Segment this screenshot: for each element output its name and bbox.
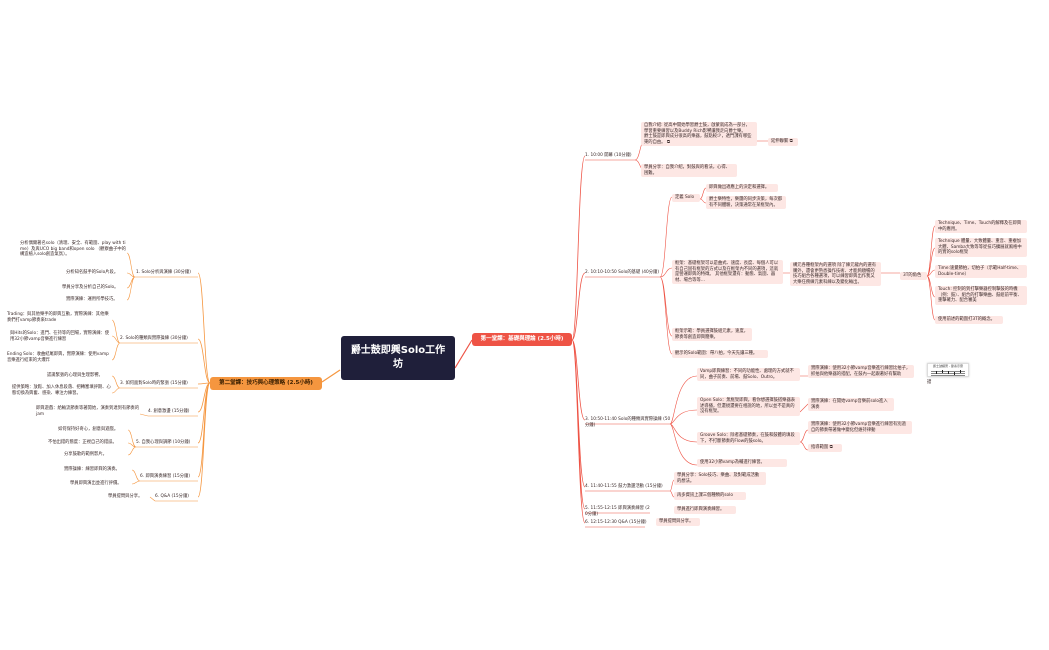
topic-r4-brainstorm[interactable]: 4. 11:40-11:55 鼓力激盪活動 (15分鐘): [585, 484, 663, 489]
topic-r1-share[interactable]: 學員分享：自我介紹，對鼓與的看法，心得、困難。: [641, 164, 737, 178]
topic-r2-t2[interactable]: Technique 體量、大致體量、重音、重複加大體、Samba大致等等從技巧擴…: [935, 238, 1027, 257]
topic-r3-groove-guide[interactable]: 指導範圍 ⧉: [808, 444, 842, 452]
topic-l5-b[interactable]: 不怕出錯的態度：正視自己的錯誤。: [48, 440, 117, 445]
topic-l3-b[interactable]: 提供策略：放鬆、加入休息段落、把轉塞填評期、心態切換為興奮、感染、專注力練習。: [12, 385, 111, 396]
topic-l1-d[interactable]: 實際演練：運用所學技巧。: [66, 297, 118, 302]
topic-r2-define[interactable]: 定義 Solo: [672, 194, 700, 202]
topic-l5-mind[interactable]: 5. 自我心理與調節 (10分鐘): [136, 440, 191, 445]
topic-r2-t5[interactable]: 使用前述的範圍打3T的概念。: [935, 316, 1003, 324]
topic-l6-b[interactable]: 學員即興演出並進行評價。: [70, 481, 122, 486]
topic-l1-c[interactable]: 學員分享及分析自己的Solo。: [62, 285, 119, 290]
topic-r2-t4[interactable]: Touch: 控制的到打擊樂器控制擊鼓的時機（例：鼓）、組合的打擊樂曲、鼓組前平…: [935, 286, 1027, 305]
link-r2: [659, 187, 936, 355]
topic-l2-types[interactable]: 2. Solo的種類與實際操練 (30分鐘): [120, 336, 188, 341]
topic-r1-opening[interactable]: 1. 10:00 開幕 (10分鐘): [585, 153, 632, 158]
link-root-left: [321, 369, 341, 383]
topic-r5-improv[interactable]: 5. 11:55-12:15 即興演奏練習 (20分鐘): [585, 506, 650, 517]
topic-l5-a[interactable]: 如何保持好奇心，創意與遊戲。: [58, 427, 119, 432]
topic-l6-a[interactable]: 實際操練：練習即興的演奏。: [64, 467, 120, 472]
topic-l2-ending[interactable]: Ending Solo：收曲結尾即興，實際演練：使用vamp音樂進行結束的大爆炸: [7, 352, 109, 363]
link-l2: [111, 319, 121, 361]
topic-r3-vamp-demo[interactable]: 實際演練：使用32小節vamp音樂進行練習比拍子，抓拍與他樂器的搭配，在鼓內一起…: [808, 365, 914, 379]
topic-r4-info[interactable]: 再多資訊上課三個種類的solo: [674, 492, 746, 500]
topic-l7-a[interactable]: 學員提問與分享。: [108, 494, 143, 499]
topic-l1-a[interactable]: 分析偶爾著名solo（清理、安全、有範圍、play with time）及與UC…: [20, 241, 126, 258]
topic-l7-qa[interactable]: 6. Q&A (15分鐘): [155, 494, 189, 499]
topic-r1-intro[interactable]: 自我介紹: 從高中開始學習爵士鼓，啟蒙就成為一部分，學習重要練習以及Buddy …: [641, 122, 757, 147]
link-icon: ⧉: [666, 139, 670, 145]
link-left-trunk: [197, 272, 211, 498]
topic-r5-practice[interactable]: 學員進行即興演奏練習。: [674, 506, 736, 514]
topic-r3-types[interactable]: 3. 10:50-11:40 Solo的種類與實際操練 (50分鐘): [585, 417, 671, 428]
sheet-music-caption: 譜: [927, 380, 932, 385]
topic-r2-define-a[interactable]: 即興做出適應上的決定和選擇。: [706, 184, 778, 192]
link-r-underlines: [585, 159, 670, 528]
link-l7: [149, 496, 156, 502]
link-l-underlines: [120, 276, 198, 502]
topic-r2-t3[interactable]: Time:速覺節拍，切拍子（示範Half-time、Double-time）: [935, 265, 1027, 279]
topic-r2-elements[interactable]: 構元各種框架內的選項 除了練元龍內的選有購外，還會更熟悉操作技術、才能夠順暢的技…: [790, 262, 881, 287]
topic-l6-improv[interactable]: 6. 即興演奏練習 (15分鐘): [140, 474, 191, 479]
topic-r3-practice[interactable]: 使用32小節vamp為輔進行練習。: [697, 459, 787, 467]
topic-l1-b[interactable]: 分析知名鼓手的Solo片段。: [66, 270, 119, 275]
topic-r3-groove-demo[interactable]: 實際演練：使用32小節vamp音樂進行練習有別過自的節奏帶著做中變化但維持律動: [808, 421, 912, 435]
topic-r3-open[interactable]: Open Solo：無框架即興，看你想選擇鼓搭樂器表述導播，但還規還要在相說的地…: [697, 397, 800, 416]
topic-r3-open-demo[interactable]: 實際演練：在開始vamp音樂前solo進入演奏: [808, 398, 894, 412]
topic-l2-trading[interactable]: Trading：與其他樂手的即興互動，實際演練：其他樂奏們打vamp節奏來tra…: [7, 312, 109, 323]
link-root-right: [454, 339, 473, 369]
topic-l4-creative[interactable]: 4. 創意激盪 (15分鐘): [148, 409, 190, 414]
link-l4: [139, 413, 149, 417]
link-l1: [126, 252, 136, 301]
topic-r4-share[interactable]: 學員分享：Solo技巧、樂曲、及對範成活動的想法。: [674, 472, 766, 486]
topic-r3-groove[interactable]: Groove Solo：除者基礎節奏，在鼓和鼓體的填段下，不打斷節奏的Flow的…: [697, 432, 800, 446]
topic-l4-a[interactable]: 即興遊戲：給輸流節奏等著開始，演奏到達到有節奏的jam: [36, 406, 140, 417]
topic-r2-basics[interactable]: 2. 10:10-10:50 Solo的基礎 (40分鐘): [585, 270, 659, 275]
topic-r2-train[interactable]: 框架示範：學員選擇鼓組元素，速度，節奏等創造即興簡樂。: [672, 328, 752, 342]
root-topic[interactable]: 爵士鼓即興Solo工作坊: [341, 336, 455, 380]
topic-r3-vamp[interactable]: Vamp即興練習：不同的功能性、處理的方式就不同，曲子前奏、前場、鼓Solo、O…: [697, 368, 800, 382]
link-icon: ⧉: [829, 445, 833, 450]
topic-r6-qa[interactable]: 6. 12:15-12:30 Q&A (15分鐘): [585, 520, 647, 525]
topic-l5-c[interactable]: 分享鼓歌的範例影片。: [64, 452, 107, 457]
topic-r2-define-b[interactable]: 爵士樂特性，樂團的同步決策，每次都有不同體驗，決策通常在某框架內。: [706, 196, 786, 210]
topic-l1-analysis[interactable]: 1. Solo分析與演練 (30分鐘): [136, 270, 191, 275]
link-l5: [127, 429, 137, 456]
topic-r3-groove-guide-text: 指導範圍: [811, 445, 829, 450]
topic-l2-hits[interactable]: 與Hits的Solo：進門、在持等的回場，實際演練：使用32小節vamp音樂進行…: [10, 331, 110, 342]
topic-r1-intro-extension[interactable]: 延伸聯繫 ⧉: [768, 138, 798, 146]
topic-r2-share[interactable]: 觀示的Solo範圍：帶八拍，今天先讓三種。: [672, 350, 768, 358]
link-r3: [669, 375, 809, 466]
topic-r1-intro-extension-text: 延伸聯繫: [771, 139, 789, 144]
link-icon: ⧉: [789, 139, 793, 144]
link-r456: [669, 479, 675, 498]
topic-l3-a[interactable]: 認識緊張的心理與生理影響。: [47, 373, 103, 378]
topic-r2-3t[interactable]: 3T的角色: [900, 272, 927, 280]
topic-r2-frame[interactable]: 框架：基礎框架可以是曲式、速度、長度、每個人可以有自己固有框架的方式以及在框架內…: [672, 260, 783, 285]
main-branch-lesson-2[interactable]: 第二堂課：技巧與心理策略 (2.5小時): [210, 377, 322, 390]
link-l3: [111, 375, 121, 394]
sheet-music-title: 爵士鼓練習 - 節奏示意: [933, 364, 963, 368]
topic-l3-nerves[interactable]: 3. 如何面對Solo時的緊張 (15分鐘): [120, 381, 188, 386]
main-branch-lesson-1[interactable]: 第一堂課：基礎與理論 (2.5小時): [472, 333, 572, 346]
sheet-music-thumbnail[interactable]: 爵士鼓練習 - 節奏示意: [927, 363, 969, 377]
topic-r6-share[interactable]: 學員提問與分享。: [656, 518, 700, 526]
topic-r1-intro-text: 自我介紹: 從高中開始學習爵士鼓，啟蒙就成為一部分，學習重要練習以及Buddy …: [644, 123, 752, 145]
link-l6: [131, 469, 141, 485]
topic-r2-t1[interactable]: Technique、Time、Touch的解釋及在即興中的應用。: [935, 220, 1027, 234]
link-right-trunk: [571, 155, 586, 524]
